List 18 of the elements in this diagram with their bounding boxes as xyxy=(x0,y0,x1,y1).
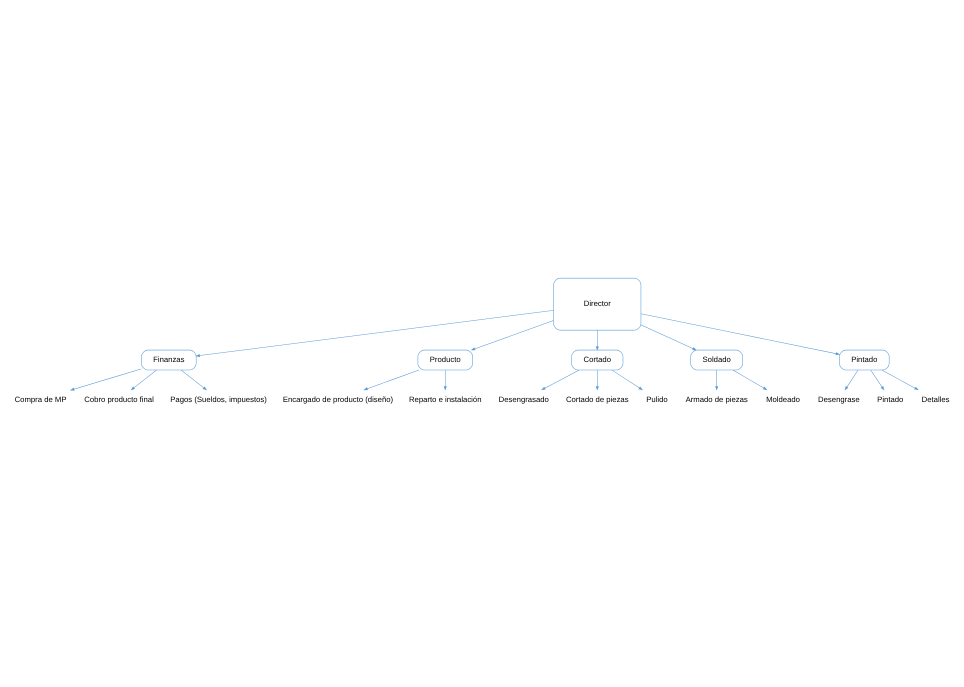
arrow xyxy=(715,369,718,390)
arrow xyxy=(612,369,644,390)
arrow xyxy=(596,369,599,390)
arrow xyxy=(596,329,599,350)
arrow xyxy=(732,369,768,390)
arrow xyxy=(870,369,884,390)
arrow xyxy=(640,312,840,355)
arrow xyxy=(130,369,157,390)
arrow xyxy=(470,320,554,350)
arrow xyxy=(180,369,208,390)
arrow xyxy=(640,324,697,350)
arrow xyxy=(541,369,580,390)
arrow xyxy=(363,369,420,390)
arrow xyxy=(844,369,858,390)
arrow xyxy=(881,369,919,390)
arrow xyxy=(70,368,142,390)
arrow xyxy=(444,369,447,390)
arrow xyxy=(195,310,554,357)
